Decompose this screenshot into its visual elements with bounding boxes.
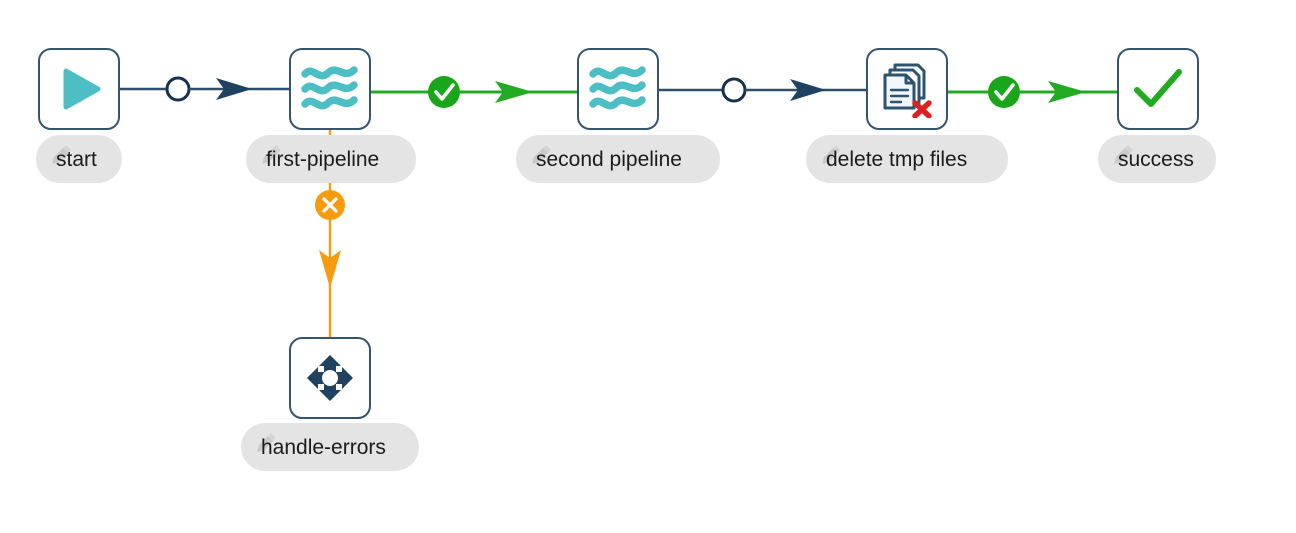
pipeline-waves-icon <box>299 61 361 117</box>
node-label: success <box>1118 147 1194 171</box>
node-label: start <box>56 147 97 171</box>
node-label: first-pipeline <box>266 147 380 171</box>
label-pill-handle-errors[interactable]: handle-errors <box>241 423 419 471</box>
play-icon <box>53 63 105 115</box>
pencil-icon <box>255 432 277 454</box>
pencil-icon <box>530 144 552 166</box>
checkmark-icon <box>1129 63 1187 115</box>
node-delete-tmp-files[interactable] <box>866 48 948 130</box>
node-success[interactable] <box>1117 48 1199 130</box>
node-first-pipeline[interactable] <box>289 48 371 130</box>
node-label: handle-errors <box>261 435 386 459</box>
label-pill-second-pipeline[interactable]: second pipeline <box>516 135 720 183</box>
pipeline-waves-icon <box>587 61 649 117</box>
error-x-badge <box>315 190 345 220</box>
navy-arrowhead <box>790 79 826 101</box>
success-check-badge <box>988 76 1020 108</box>
pencil-icon <box>260 144 282 166</box>
node-label: delete tmp files <box>826 147 968 171</box>
label-pill-first-pipeline[interactable]: first-pipeline <box>246 135 416 183</box>
label-pill-delete-tmp-files[interactable]: delete tmp files <box>806 135 1008 183</box>
navy-arrowhead <box>216 78 252 100</box>
retry-arrows-icon <box>301 349 359 407</box>
node-handle-errors[interactable] <box>289 337 371 419</box>
edge-delete-tmp-files-to-success[interactable] <box>948 76 1117 108</box>
node-second-pipeline[interactable] <box>577 48 659 130</box>
pencil-icon <box>1112 144 1134 166</box>
delete-documents-icon <box>878 60 936 118</box>
label-pill-success[interactable]: success <box>1098 135 1216 183</box>
edge-second-pipeline-to-delete-tmp-files[interactable] <box>659 77 866 103</box>
green-arrowhead <box>1048 81 1086 103</box>
orange-arrowhead-down <box>319 250 341 288</box>
pencil-icon <box>50 144 72 166</box>
node-start[interactable] <box>38 48 120 130</box>
edge-first-pipeline-to-second-pipeline[interactable] <box>371 76 577 108</box>
node-label: second pipeline <box>536 147 682 171</box>
label-pill-start[interactable]: start <box>36 135 122 183</box>
success-check-badge <box>428 76 460 108</box>
edge-start-to-first-pipeline[interactable] <box>120 76 289 102</box>
green-arrowhead <box>495 81 533 103</box>
pencil-icon <box>820 144 842 166</box>
